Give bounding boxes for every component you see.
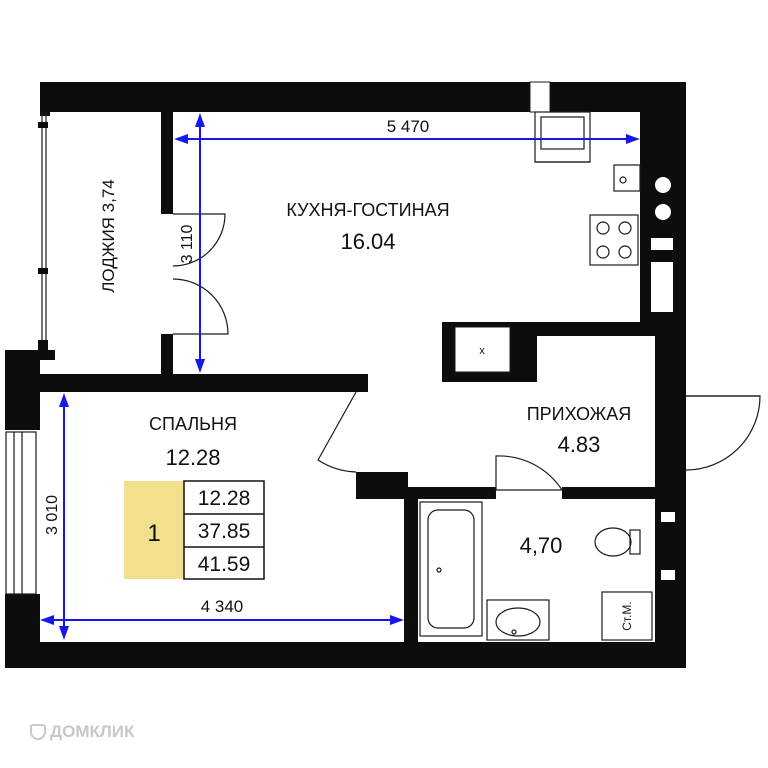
loggia-door bbox=[172, 213, 226, 267]
wall-top bbox=[44, 82, 686, 112]
dim-bedroom-width: 4 340 bbox=[201, 597, 244, 616]
entrance-door bbox=[685, 395, 761, 471]
total-area-value: 41.59 bbox=[198, 553, 251, 576]
wall-bathroom-left bbox=[404, 490, 418, 642]
wall-left-upper bbox=[5, 350, 40, 430]
toilet-icon bbox=[594, 527, 641, 557]
kitchen-living-area: 16.04 bbox=[340, 229, 395, 254]
rooms-count-badge bbox=[124, 481, 184, 579]
dim-kitchen-depth: 3 110 bbox=[179, 224, 196, 263]
loggia-label: ЛОДЖИЯ 3,74 bbox=[99, 179, 118, 293]
sink-icon bbox=[534, 111, 591, 163]
dim-kitchen-width: 5 470 bbox=[387, 117, 430, 136]
dimensions: 5 470 3 110 3 010 4 340 bbox=[40, 113, 640, 640]
wall-bottom bbox=[20, 642, 686, 668]
watermark: ДОМКЛИК bbox=[30, 722, 134, 742]
fridge-icon bbox=[454, 326, 511, 373]
wall-bedroom-door-jamb bbox=[356, 472, 408, 490]
watermark-text: ДОМКЛИК bbox=[50, 722, 135, 741]
kitchen-window bbox=[529, 81, 551, 113]
bedroom-window bbox=[5, 431, 37, 595]
wall-bedroom-top bbox=[40, 374, 368, 392]
bathroom-fixtures: Ст.М. bbox=[419, 500, 683, 641]
wall-hallway-door-top bbox=[655, 380, 686, 396]
washbasin-icon bbox=[486, 599, 550, 641]
wall-bathroom-top bbox=[356, 487, 496, 499]
wall-left-lower bbox=[5, 594, 40, 668]
loggia-glazing bbox=[38, 112, 48, 350]
washing-machine-icon bbox=[601, 591, 653, 641]
washer-label: Ст.М. bbox=[620, 601, 634, 631]
kitchen-living-name: КУХНЯ-ГОСТИНАЯ bbox=[286, 200, 449, 220]
hallway-area: 4.83 bbox=[558, 432, 601, 457]
wall-loggia-corner bbox=[40, 82, 50, 116]
rooms-count: 1 bbox=[147, 520, 160, 547]
bathroom-area: 4,70 bbox=[520, 533, 563, 558]
area-summary-table: 1 12.28 37.85 41.59 bbox=[124, 480, 265, 580]
room-labels: КУХНЯ-ГОСТИНАЯ 16.04 ЛОДЖИЯ 3,74 СПАЛЬНЯ… bbox=[99, 179, 631, 558]
bedroom-name: СПАЛЬНЯ bbox=[149, 414, 237, 434]
house-icon bbox=[30, 724, 46, 740]
kitchen-fixtures: x bbox=[454, 111, 678, 373]
bathtub-icon bbox=[419, 501, 483, 637]
wall-hallway-right bbox=[535, 322, 655, 336]
hallway-name: ПРИХОЖАЯ bbox=[527, 404, 632, 424]
bathroom-door bbox=[495, 455, 564, 491]
wall-bathroom-top-right bbox=[562, 487, 658, 499]
bedroom-door bbox=[317, 391, 357, 473]
wall-loggia-lower bbox=[161, 334, 173, 374]
wall-loggia-upper bbox=[161, 112, 173, 214]
walls bbox=[5, 82, 686, 668]
area-excl-loggia-value: 37.85 bbox=[198, 520, 251, 543]
dim-bedroom-depth: 3 010 bbox=[44, 495, 61, 535]
doors bbox=[172, 213, 761, 491]
wall-left-top bbox=[5, 350, 55, 360]
wall-right-lower bbox=[655, 322, 686, 668]
living-area-value: 12.28 bbox=[198, 487, 251, 510]
bedroom-area: 12.28 bbox=[165, 445, 220, 470]
stove-icon bbox=[589, 214, 639, 266]
fridge-label: x bbox=[479, 345, 485, 357]
